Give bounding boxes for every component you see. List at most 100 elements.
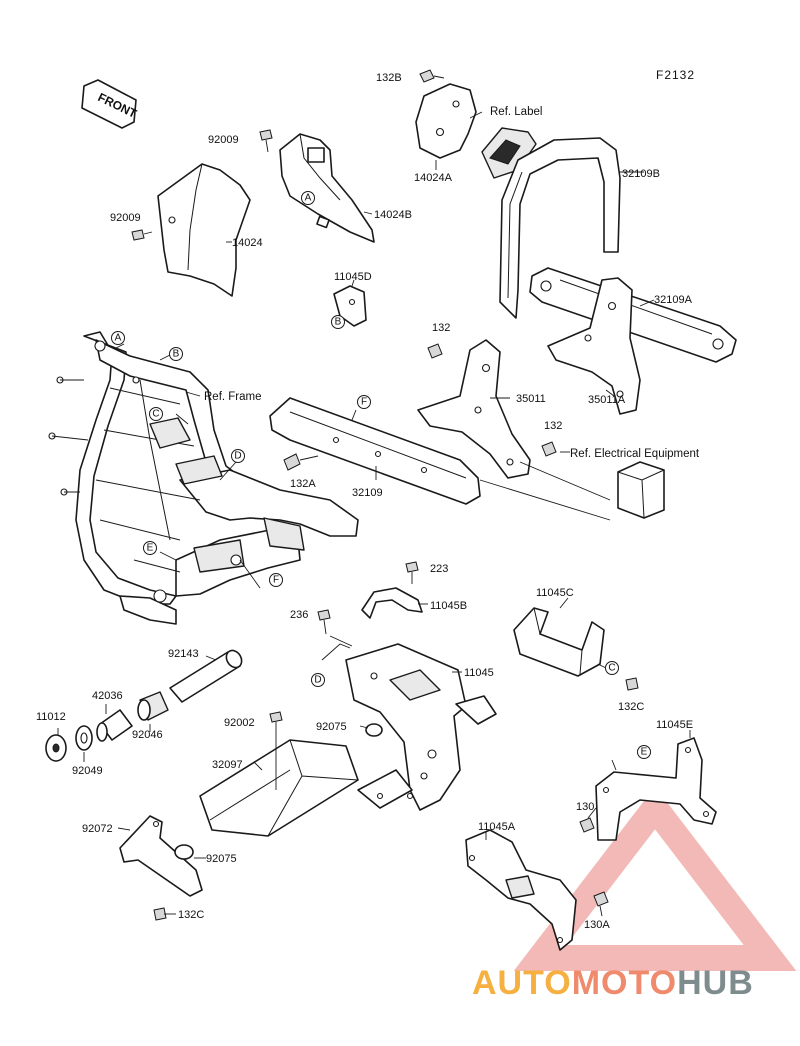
label-92143: 92143 [168,648,199,660]
battery-case-32097 [199,739,359,837]
watermark-hub: HUB [677,964,754,1002]
label-236: 236 [290,609,308,621]
label-32109a: 32109A [654,294,693,306]
side-plate-35011a [547,277,641,415]
label-132c-right: 132C [618,701,644,713]
label-132b: 132B [376,72,402,84]
spacer-92143 [169,649,243,703]
marker-E-bracket: E [637,745,651,759]
svg-text:A: A [115,333,122,344]
bracket-14024a [415,83,477,159]
motorcycle-frame [48,331,359,625]
svg-text:B: B [335,317,342,328]
svg-text:A: A [305,193,312,204]
watermark-moto: MOTO [572,964,677,1002]
marker-A-frame: A [111,331,125,345]
bracket-11045a [465,829,577,951]
label-11012: 11012 [36,711,66,723]
rod-92072 [119,815,203,897]
marker-F-frame: F [269,573,283,587]
side-cover-14024 [157,163,251,297]
front-arrow: FRONT [81,79,140,129]
label-35011a: 35011A [588,394,626,406]
marker-B-frame: B [169,347,183,361]
label-32109: 32109 [352,487,383,499]
svg-text:C: C [152,409,159,420]
label-92049: 92049 [72,765,103,777]
bracket-11045b [361,587,423,619]
label-132c-low: 132C [178,909,204,921]
svg-text:F: F [361,397,367,408]
label-92046: 92046 [132,729,163,741]
label-130: 130 [576,801,594,813]
label-32097: 32097 [212,759,243,771]
bracket-11045e [595,737,717,841]
collar-42036 [96,709,133,742]
marker-C-bracket: C [605,661,619,675]
marker-D-frame: D [231,449,245,463]
plate-32109 [269,397,611,521]
label-ref-label: Ref. Label [490,106,542,118]
svg-text:B: B [173,349,180,360]
diagram-code: F2132 [656,68,695,82]
label-11045: 11045 [464,667,494,679]
label-92009-left: 92009 [110,212,141,224]
svg-text:F: F [273,575,279,586]
label-14024b: 14024B [374,209,412,221]
marker-C-frame: C [149,407,163,421]
marker-D-bracket: D [311,673,325,687]
label-ref-frame: Ref. Frame [204,391,262,403]
label-92075-mid: 92075 [316,721,347,733]
label-92075-low: 92075 [206,853,237,865]
label-11045e: 11045E [656,719,693,731]
watermark-logo [513,786,797,971]
plate-32109a [529,267,737,363]
label-223: 223 [430,563,448,575]
bushing-92046 [137,691,169,721]
label-11045d: 11045D [334,271,372,283]
side-cover-14024b [279,133,375,243]
electrical-box [617,461,665,519]
damper-92075-low [174,844,194,860]
battery-bracket-11045 [345,643,497,811]
label-132-mid: 132 [432,322,450,334]
part-labels: 132B Ref. Label 14024A 32109B 92009 9200… [36,72,700,931]
marker-A-cover: A [301,191,315,205]
grab-rail-32109b [499,137,621,319]
svg-text:E: E [147,543,154,554]
label-14024: 14024 [232,237,263,249]
svg-text:AUTOMOTOHUB: AUTOMOTOHUB [472,964,754,1002]
label-132a: 132A [290,478,316,490]
watermark-auto: AUTO [472,964,572,1002]
leader-lines [57,111,691,917]
label-92009-top: 92009 [208,134,239,146]
label-11045a: 11045A [478,821,516,833]
label-132-right: 132 [544,420,562,432]
reference-label-sticker [481,127,537,179]
label-92002: 92002 [224,717,255,729]
side-plate-35011 [417,339,531,479]
label-11045c: 11045C [536,587,574,599]
watermark-text: AUTOMOTOHUB [472,964,754,1002]
damper-92075-mid [365,723,383,737]
marker-B-bracket: B [331,315,345,329]
label-14024a: 14024A [414,172,453,184]
svg-text:C: C [608,663,615,674]
svg-text:D: D [314,675,321,686]
label-11045b: 11045B [430,600,467,612]
label-32109b: 32109B [622,168,660,180]
label-42036: 42036 [92,690,123,702]
label-92072: 92072 [82,823,113,835]
label-35011: 35011 [516,393,546,405]
label-130a: 130A [584,919,610,931]
svg-text:D: D [234,451,241,462]
marker-F-plate: F [357,395,371,409]
marker-E-frame: E [143,541,157,555]
fasteners [131,69,639,921]
cap-11012 [45,734,67,762]
bracket-11045c [513,607,605,677]
label-ref-electrical-equipment: Ref. Electrical Equipment [570,448,700,460]
svg-text:E: E [641,747,648,758]
